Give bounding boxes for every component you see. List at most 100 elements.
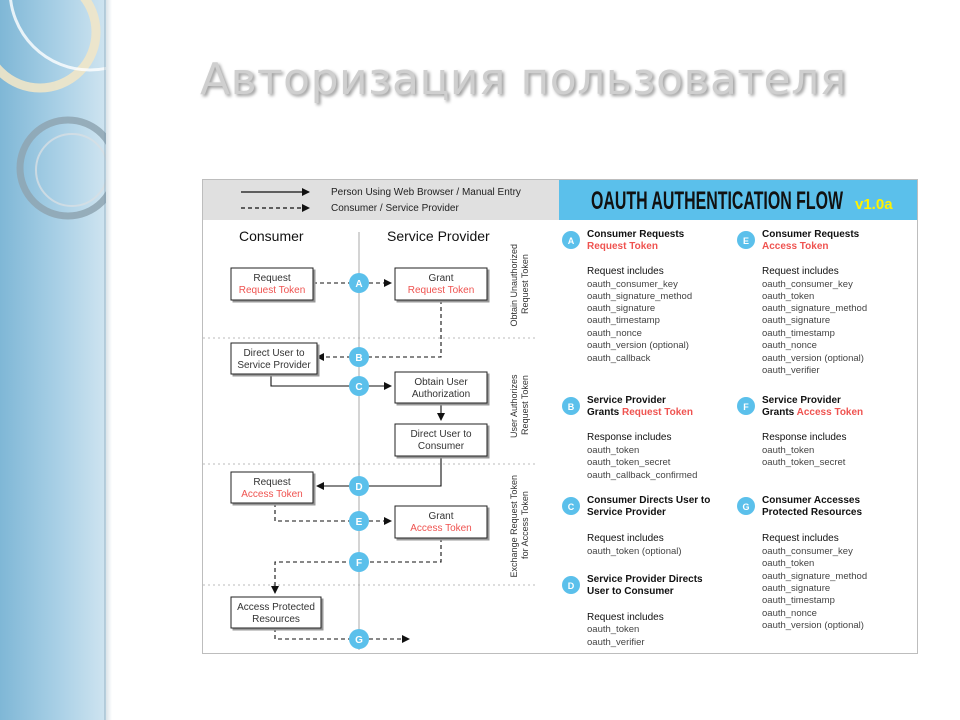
svg-text:Access Token: Access Token [241, 489, 303, 500]
svg-text:oauth_token oauth_verifi: oauth_token oauth_verifier [587, 624, 645, 648]
step-badge-c: C [349, 376, 369, 396]
svg-text:oauth_token oauth_token_: oauth_token oauth_token_secret oauth_cal… [587, 445, 697, 481]
step-description-f: F Service Provider Grants Access Token R… [737, 395, 863, 468]
svg-text:Request includes: Request includes [587, 612, 664, 623]
step-badge-f: F [349, 552, 369, 572]
box-request-access-token: Request Access Token [230, 471, 314, 504]
svg-text:Response includes: Response includes [587, 432, 672, 443]
svg-text:Request: Request [253, 273, 290, 284]
box-request-request-token: Request Request Token [230, 267, 314, 301]
phase-label: Exchange Request Token for Access Token [509, 473, 530, 578]
legend-solid-label: Person Using Web Browser / Manual Entry [331, 187, 521, 198]
step-description-e: E Consumer Requests Access Token Request… [737, 229, 870, 376]
step-description-g: G Consumer Accesses Protected Resources … [737, 495, 870, 631]
svg-text:Request: Request [253, 477, 290, 488]
svg-text:E: E [356, 517, 363, 528]
svg-text:B: B [355, 353, 362, 364]
svg-text:oauth_token oauth_token_: oauth_token oauth_token_secret [762, 445, 846, 468]
svg-text:Grant: Grant [428, 511, 453, 522]
svg-text:C: C [355, 382, 362, 393]
header-version: v1.0a [855, 196, 893, 213]
svg-text:G: G [742, 502, 749, 512]
svg-text:Consumer: Consumer [418, 441, 465, 452]
sidebar-edge [104, 0, 112, 720]
svg-text:oauth_consumer_key oauth: oauth_consumer_key oauth_signature_metho… [587, 279, 695, 364]
svg-text:F: F [743, 402, 749, 412]
phase-2-line1: User Authorizes [509, 374, 519, 438]
svg-text:G: G [355, 635, 363, 646]
flow-arrow-e [274, 503, 392, 525]
svg-text:Response includes: Response includes [762, 432, 847, 443]
flow-arrow-b [316, 300, 442, 361]
step-badge-e: E [349, 511, 369, 531]
svg-text:Service Provider: Service Provider [237, 360, 311, 371]
svg-text:C: C [568, 502, 575, 512]
svg-text:Protected Resources: Protected Resources [762, 507, 862, 518]
svg-text:Consumer Requests: Consumer Requests [762, 229, 860, 240]
step-badge-b: B [349, 347, 369, 367]
svg-text:Access Token: Access Token [410, 523, 472, 534]
phase-2-line2: Request Token [520, 375, 530, 435]
slide-title: Авторизация пользователя [200, 54, 847, 105]
svg-text:oauth_consumer_key oauth: oauth_consumer_key oauth_token oauth_sig… [762, 546, 870, 631]
svg-text:D: D [355, 482, 362, 493]
box-access-protected-resources: Access Protected Resources [230, 596, 322, 629]
svg-text:Request includes: Request includes [587, 533, 664, 544]
svg-text:Consumer Requests: Consumer Requests [587, 229, 685, 240]
svg-text:Request includes: Request includes [762, 533, 839, 544]
box-obtain-user-authorization: Obtain User Authorization [394, 371, 488, 404]
svg-text:oauth_token (optional): oauth_token (optional) [587, 546, 682, 557]
header-title: OAUTH AUTHENTICATION FLOW [591, 187, 843, 215]
box-grant-access-token: Grant Access Token [394, 505, 488, 539]
svg-text:A: A [568, 236, 575, 246]
column-service-provider: Service Provider [387, 228, 490, 244]
legend-background [203, 180, 559, 220]
svg-text:Access Token: Access Token [762, 241, 829, 252]
svg-text:Direct User to: Direct User to [410, 429, 472, 440]
phase-1-line1: Obtain Unauthorized [509, 244, 519, 327]
legend-dashed-label: Consumer / Service Provider [331, 203, 459, 214]
svg-text:Consumer Accesses: Consumer Accesses [762, 495, 860, 506]
step-description-c: C Consumer Directs User to Service Provi… [562, 495, 710, 557]
step-description-d: D Service Provider Directs User to Consu… [562, 574, 703, 648]
svg-text:A: A [355, 279, 362, 290]
step-description-a: A Consumer Requests Request Token Reques… [562, 229, 695, 364]
svg-text:Request Token: Request Token [408, 285, 475, 296]
svg-text:Request Token: Request Token [239, 285, 306, 296]
svg-text:Resources: Resources [252, 614, 300, 625]
phase-label: Obtain Unauthorized Request Token [509, 241, 530, 326]
flow-arrow-d [316, 456, 442, 490]
svg-text:Service Provider: Service Provider [587, 507, 666, 518]
svg-text:F: F [356, 558, 362, 569]
step-badge-g: G [349, 629, 369, 649]
flow-arrow-c [270, 374, 392, 390]
step-badge-a: A [349, 273, 369, 293]
box-grant-request-token: Grant Request Token [394, 267, 488, 301]
svg-text:B: B [568, 402, 575, 412]
svg-text:Request Token: Request Token [587, 241, 658, 252]
svg-text:Direct User to: Direct User to [243, 348, 305, 359]
svg-text:Service Provider Directs: Service Provider Directs [587, 574, 703, 585]
decorative-circles [0, 0, 106, 220]
svg-text:Access Protected: Access Protected [237, 602, 315, 613]
svg-text:Service Provider: Service Provider [762, 395, 841, 406]
header-background [559, 180, 917, 220]
svg-text:Obtain User: Obtain User [414, 377, 468, 388]
phase-label: User Authorizes Request Token [509, 372, 530, 438]
box-direct-user-to-service-provider: Direct User to Service Provider [230, 342, 318, 375]
svg-text:User to Consumer: User to Consumer [587, 586, 674, 597]
flow-arrow-g [274, 628, 410, 643]
svg-text:Grants Request Token: Grants Request Token [587, 407, 693, 418]
phase-1-line2: Request Token [520, 254, 530, 314]
svg-text:Grants Access Token: Grants Access Token [762, 407, 863, 418]
svg-text:oauth_consumer_key oauth: oauth_consumer_key oauth_token oauth_sig… [762, 279, 870, 376]
oauth-flow-svg: Person Using Web Browser / Manual Entry … [203, 180, 917, 650]
svg-text:Service Provider: Service Provider [587, 395, 666, 406]
svg-text:Consumer Directs User to: Consumer Directs User to [587, 495, 710, 506]
phase-3-line2: for Access Token [520, 491, 530, 559]
svg-text:E: E [743, 236, 749, 246]
phase-3-line1: Exchange Request Token [509, 475, 519, 577]
oauth-flow-diagram: Person Using Web Browser / Manual Entry … [202, 179, 918, 654]
svg-text:Authorization: Authorization [412, 389, 470, 400]
svg-text:Grant: Grant [428, 273, 453, 284]
